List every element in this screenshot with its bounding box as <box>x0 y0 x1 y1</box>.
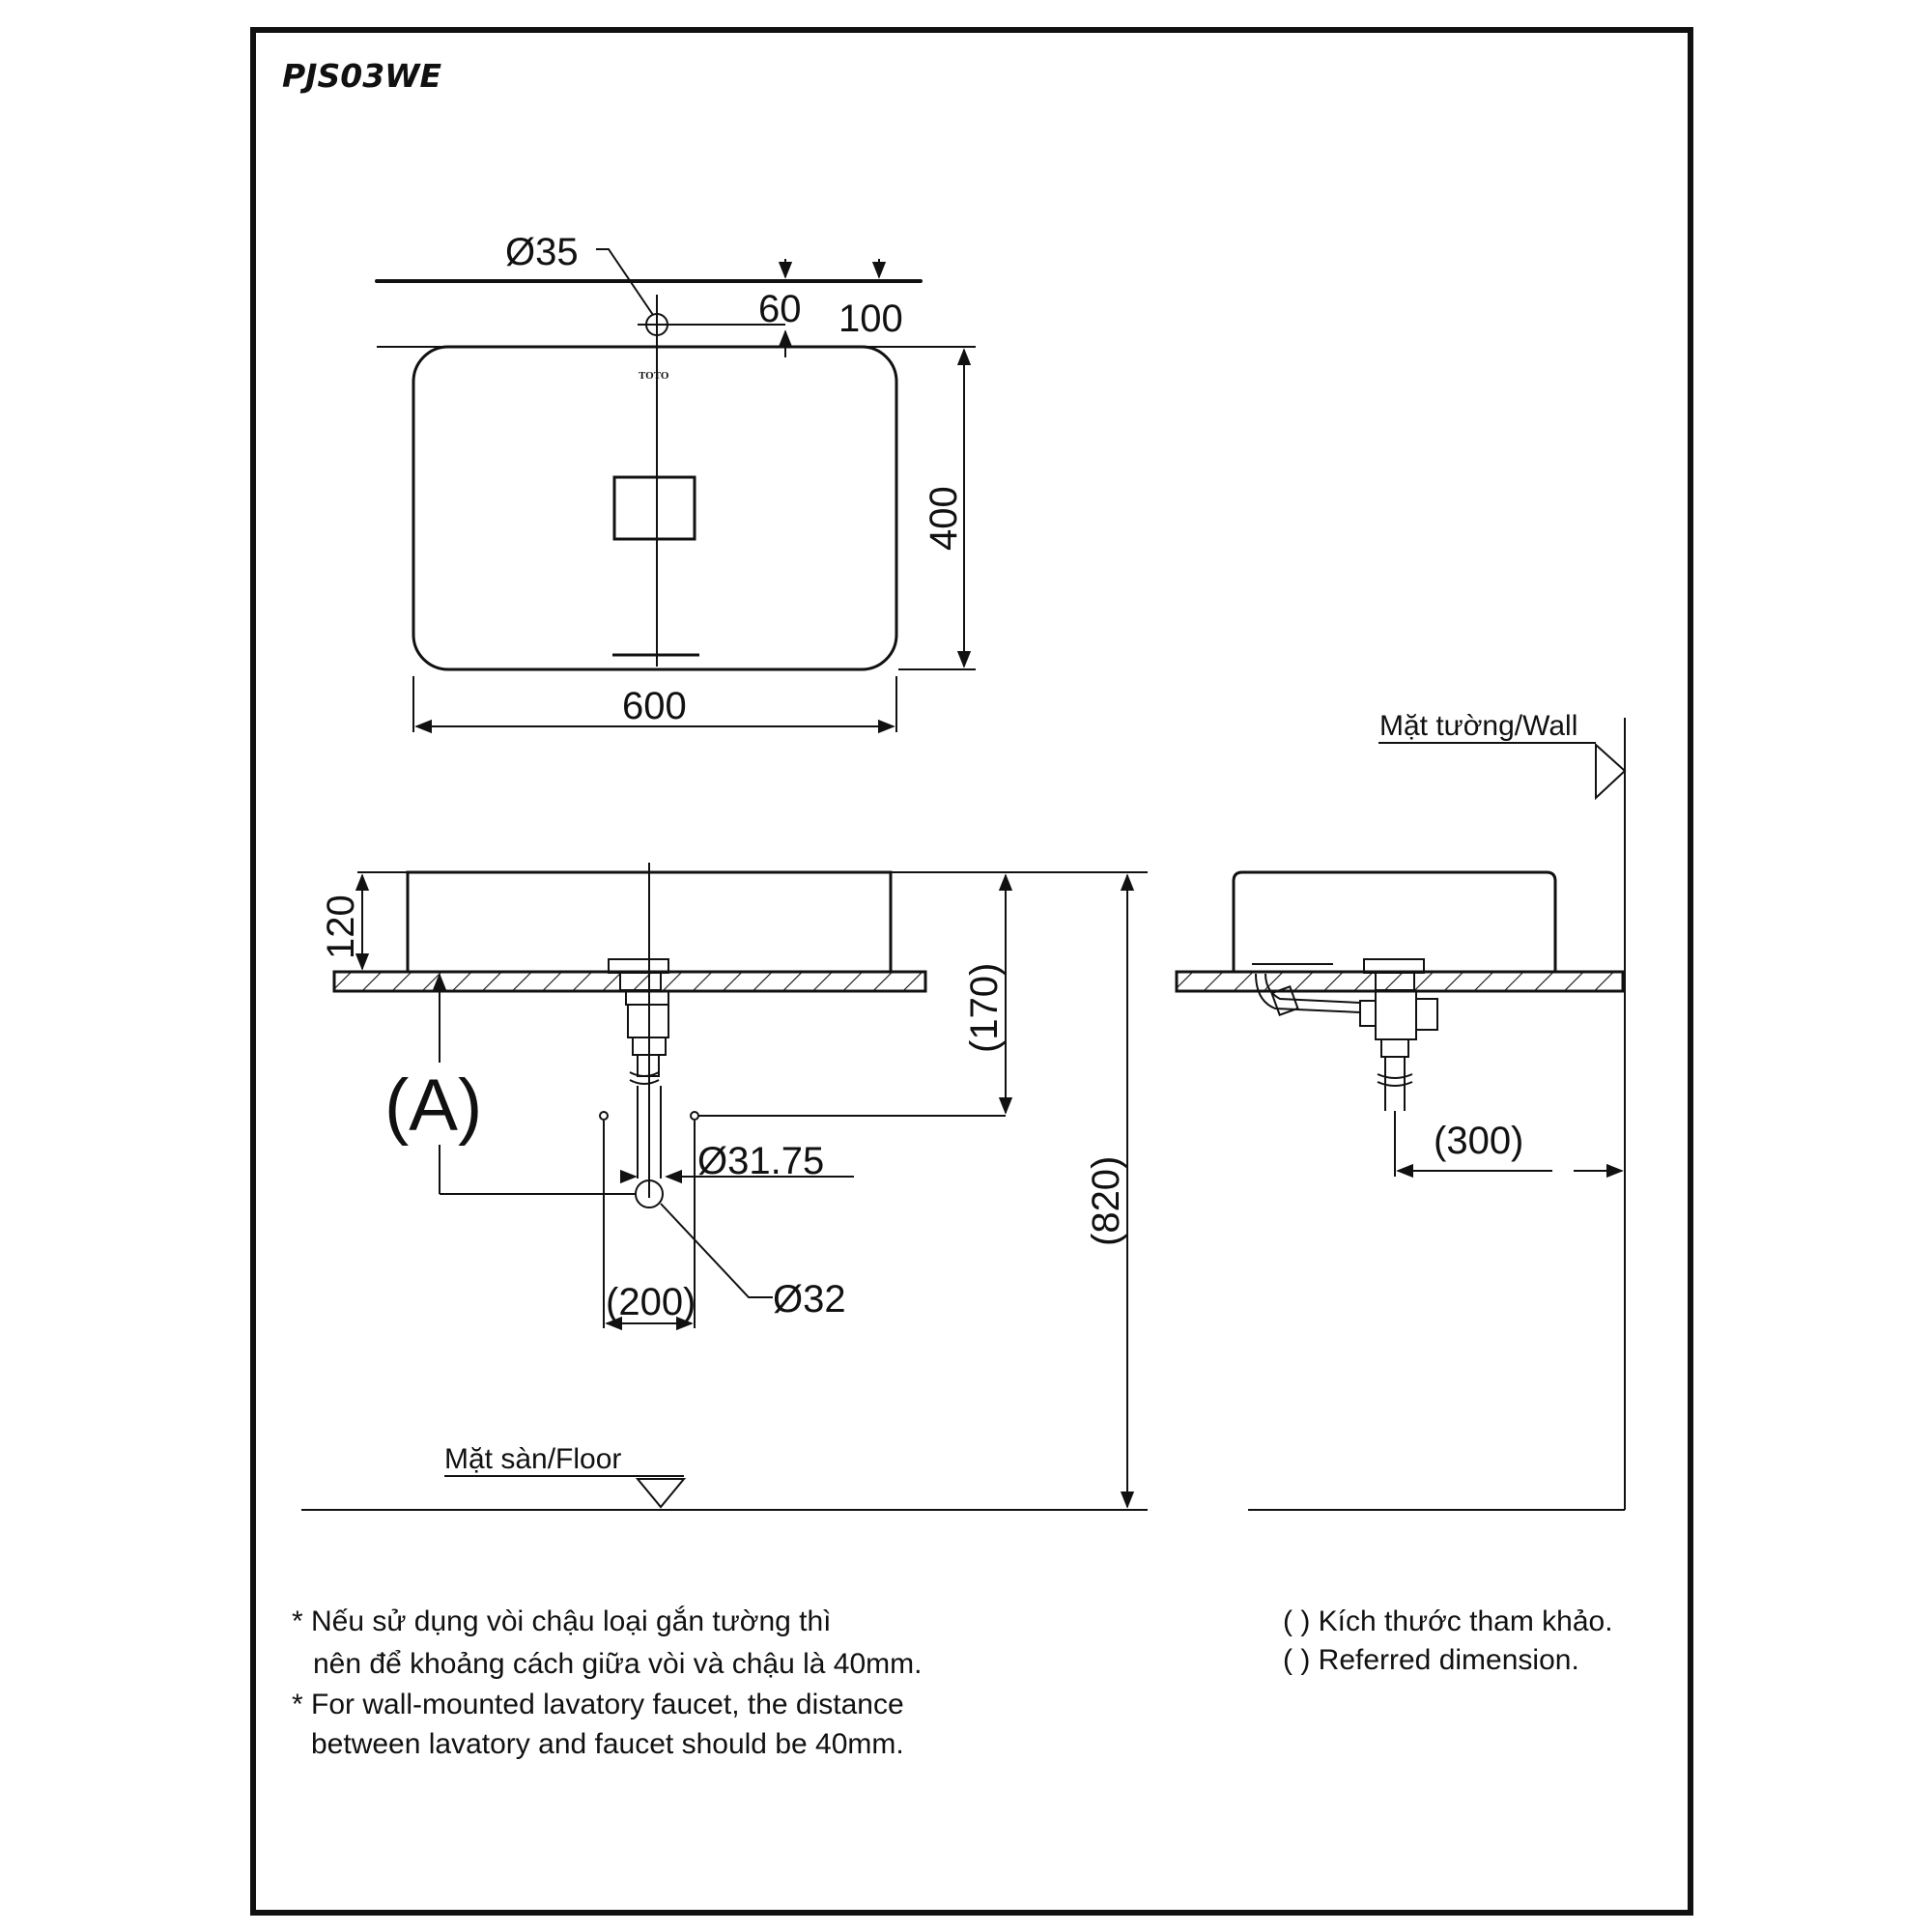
height-820-label: (820) <box>1085 1156 1127 1246</box>
drawing-frame <box>250 27 1693 1916</box>
basin-outline-top <box>412 345 898 671</box>
note-en-line2: between lavatory and faucet should be 40… <box>311 1728 904 1760</box>
drain-fitting-side <box>1252 958 1438 1111</box>
model-title: PJS03WE <box>282 57 442 95</box>
depth-400-label: 400 <box>923 486 965 551</box>
dim-120-label: 120 <box>320 895 362 959</box>
dim-60-label: 60 <box>758 288 802 330</box>
drain-diameter-label: Ø32 <box>773 1278 846 1321</box>
dim-200-label: (200) <box>606 1281 696 1323</box>
wall-label: Mặt tường/Wall <box>1379 710 1577 742</box>
dim-300-label: (300) <box>1434 1120 1523 1162</box>
note-en-line1: * For wall-mounted lavatory faucet, the … <box>292 1689 904 1720</box>
note-vi-line1: * Nếu sử dụng vòi chậu loại gắn tường th… <box>292 1605 832 1637</box>
legend-vi: ( ) Kích thước tham khảo. <box>1283 1605 1613 1637</box>
brand-logo: TOTO <box>639 370 669 382</box>
countertop-front <box>332 970 927 993</box>
pipe-diameter-label: Ø31.75 <box>697 1140 824 1182</box>
floor-label: Mặt sàn/Floor <box>444 1443 621 1475</box>
legend-en: ( ) Referred dimension. <box>1283 1644 1579 1676</box>
hole-diameter-label: Ø35 <box>505 231 579 273</box>
side-view: Mặt tường/Wall (300) <box>1175 710 1627 1511</box>
drain-square <box>612 475 696 541</box>
front-view: Ø31.75 Ø32 (200) (170) 120 (A) (820) Mặt… <box>301 863 1148 1511</box>
label-a: (A) <box>384 1065 482 1147</box>
dim-100-label: 100 <box>838 298 903 340</box>
note-vi-line2: nên để khoảng cách giữa vòi và chậu là 4… <box>313 1648 922 1680</box>
countertop-side <box>1175 970 1625 993</box>
width-600-label: 600 <box>622 685 687 727</box>
top-view: TOTO Ø35 60 100 400 600 <box>375 231 976 734</box>
notes: * Nếu sử dụng vòi chậu loại gắn tường th… <box>292 1605 1613 1760</box>
dim-170-label: (170) <box>963 963 1006 1053</box>
drain-fitting-front <box>608 958 669 1179</box>
